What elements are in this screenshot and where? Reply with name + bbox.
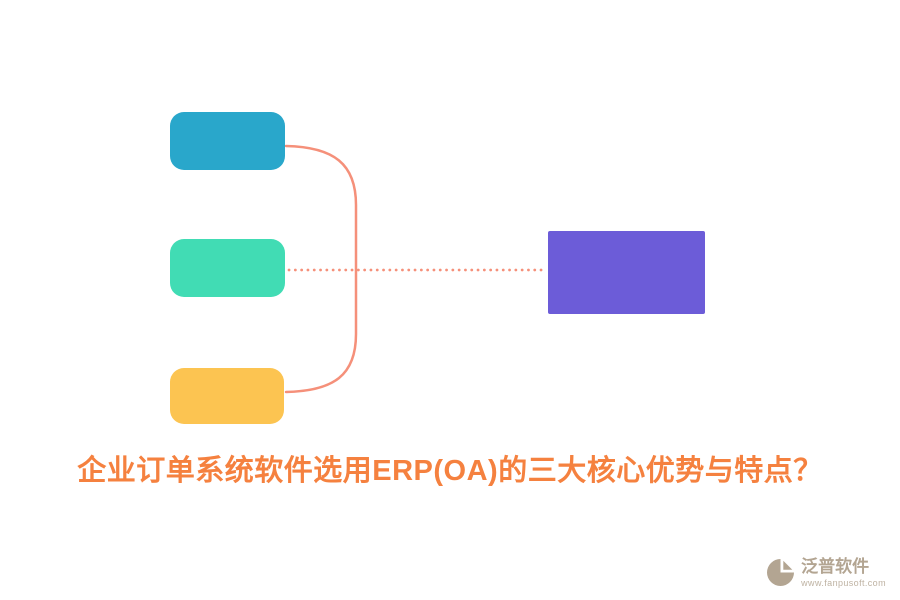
node-top-branch bbox=[170, 112, 285, 170]
node-bottom-branch bbox=[170, 368, 284, 424]
brand-text-block: 泛普软件 www.fanpusoft.com bbox=[801, 557, 886, 588]
brand-name: 泛普软件 bbox=[801, 557, 870, 577]
pie-logo-icon bbox=[767, 559, 795, 587]
node-root bbox=[548, 231, 705, 314]
bracket-connector bbox=[284, 144, 358, 394]
node-middle-branch bbox=[170, 239, 285, 297]
brand-url: www.fanpusoft.com bbox=[801, 577, 886, 588]
page-title: 企业订单系统软件选用ERP(OA)的三大核心优势与特点？ bbox=[77, 455, 823, 487]
brand-watermark: 泛普软件 www.fanpusoft.com bbox=[767, 557, 886, 588]
